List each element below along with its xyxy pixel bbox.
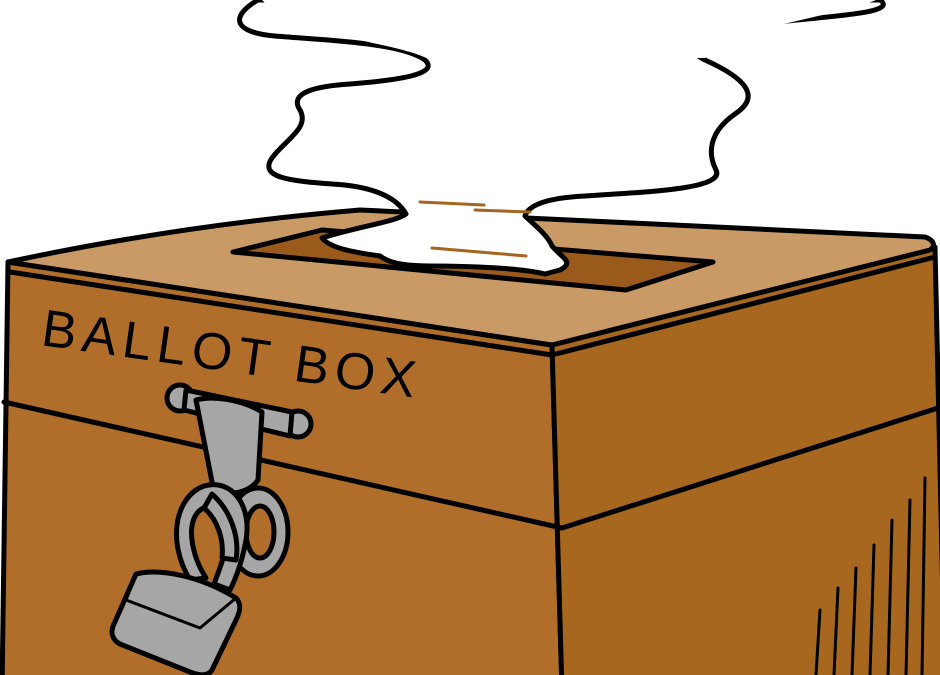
- paper-top-fill: [262, 0, 876, 60]
- box-top-face: [5, 207, 936, 348]
- paper-mark-2: [430, 246, 528, 258]
- front-top-edge: [7, 254, 938, 358]
- paper-mark-3: [473, 208, 532, 214]
- paper-mark-1: [418, 200, 486, 207]
- hasp-ring-hole: [243, 503, 277, 561]
- padlock-body: [109, 569, 243, 675]
- side-shading: [814, 476, 927, 675]
- lid-seam-front: [1, 399, 565, 531]
- padlock-shackle-link: [201, 491, 240, 563]
- padlock-icon: [109, 482, 250, 675]
- padlock-shackle: [174, 482, 250, 593]
- padlock-body-edge: [124, 572, 238, 630]
- lid-seam-side: [559, 405, 940, 531]
